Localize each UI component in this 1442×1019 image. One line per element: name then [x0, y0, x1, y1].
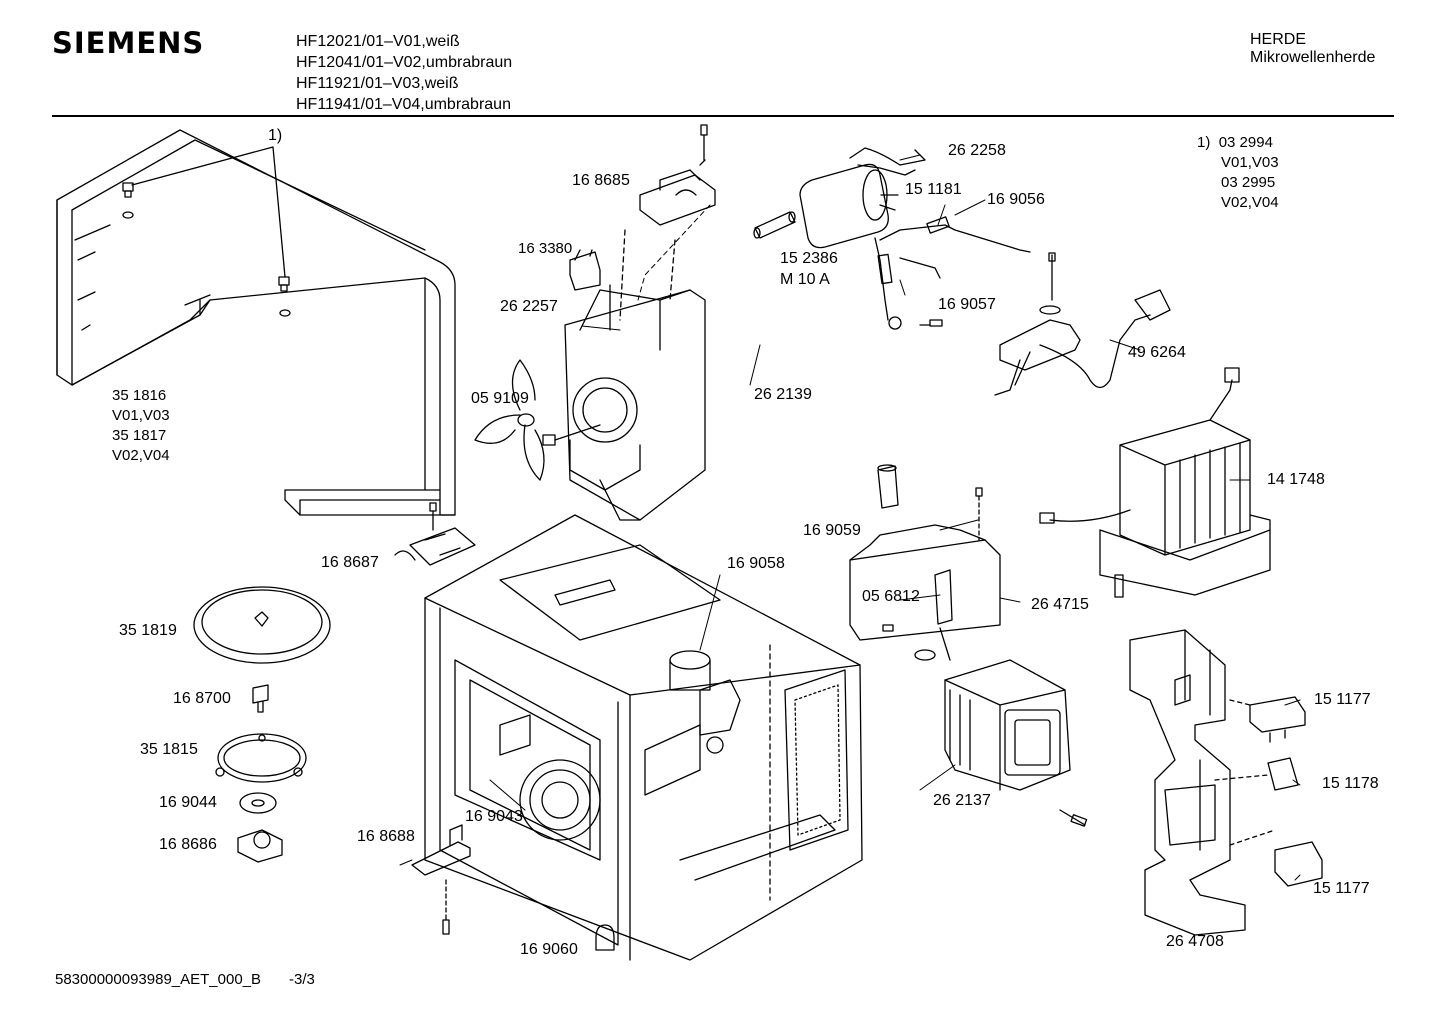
turntable-coupler-icon: [253, 685, 268, 712]
model-line: HF12041/01–V02,umbrabraun: [296, 54, 513, 71]
door-interlock-26-4708-icon: [1130, 630, 1245, 935]
housing-variants: 35 1816 V01,V03 35 1817 V02,V04: [112, 386, 170, 466]
magnetron-icon: [945, 660, 1087, 826]
housing-variant-line: V02,V04: [112, 447, 170, 464]
brand-logo: SIEMENS: [52, 26, 205, 60]
part-label: 16 9044: [159, 794, 217, 811]
page-number: -3/3: [289, 971, 315, 988]
footnote-marker: 1): [1197, 134, 1211, 151]
lamp-bracket-16-8687-icon: [395, 503, 475, 565]
fuse-rating: M 10 A: [780, 271, 830, 288]
part-label: 26 4708: [1166, 933, 1224, 950]
fan-assembly: [475, 285, 705, 520]
hv-capacitor-icon: [800, 164, 898, 247]
power-cord-icon: [995, 253, 1170, 395]
part-label: 35 1819: [119, 622, 177, 639]
model-line: HF12021/01–V01,weiß: [296, 33, 460, 50]
footnote-line: V02,V04: [1221, 194, 1279, 211]
hv-bracket-26-4715-icon: [850, 488, 1000, 660]
part-label: 49 6264: [1128, 344, 1186, 361]
part-label: 16 8685: [572, 172, 630, 189]
leader-lines: [400, 155, 1300, 880]
hv-transformer-icon: [1040, 368, 1270, 597]
footnote-line: 03 2994: [1218, 134, 1273, 151]
part-label: 35 1815: [140, 741, 198, 758]
part-label: 15 1181: [905, 181, 962, 198]
part-label: 15 1177: [1313, 880, 1370, 897]
hv-diode-wire-icon: [875, 217, 1030, 329]
thermostat-16-8685-icon: [640, 125, 715, 225]
part-label: 16 9056: [987, 191, 1045, 208]
housing-variant-line: V01,V03: [112, 407, 170, 424]
housing-callout: 1): [268, 127, 283, 144]
cap-bracket-icon: [850, 148, 925, 175]
model-line: HF11921/01–V03,weiß: [296, 75, 459, 92]
footnote: 1) 03 2994 V01,V03 03 2995 V02,V04: [1197, 133, 1279, 213]
part-label: 26 4715: [1031, 596, 1089, 613]
part-label: 16 9043: [465, 808, 523, 825]
part-label: 15 1177: [1314, 691, 1371, 708]
roller-ring-icon: [216, 734, 306, 782]
header-divider: [52, 115, 1394, 117]
housing-variant-line: 35 1816: [112, 387, 167, 404]
housing-screw-icons: [123, 147, 290, 316]
footer: 58300000093989_AET_000_B -3/3: [55, 971, 315, 988]
thermofuse-16-9059-icon: [878, 465, 898, 508]
document-id: 58300000093989_AET_000_B: [55, 971, 262, 988]
oven-cavity: [425, 515, 862, 960]
part-label: 15 2386: [780, 250, 838, 267]
category-subtitle: Mikrowellenherde: [1250, 49, 1376, 66]
model-line: HF11941/01–V04,umbrabraun: [296, 96, 511, 113]
part-label: 05 9109: [471, 390, 529, 407]
part-label: 16 3380: [518, 240, 573, 257]
category-title: HERDE: [1250, 31, 1307, 48]
model-list: HF12021/01–V01,weiß HF12041/01–V02,umbra…: [296, 31, 512, 115]
part-label: 16 8686: [159, 836, 217, 853]
part-label: 16 8700: [173, 690, 231, 707]
part-label: 05 6812: [862, 588, 920, 605]
turntable-motor-icon: [238, 830, 282, 862]
footnote-line: V01,V03: [1221, 154, 1279, 171]
part-label: 26 2258: [948, 142, 1006, 159]
foot-16-9060-icon: [596, 925, 614, 950]
outer-housing: [57, 130, 455, 515]
part-label: 26 2257: [500, 298, 558, 315]
part-label: 16 9057: [938, 296, 996, 313]
relay-16-3380-icon: [570, 250, 600, 290]
part-label: 16 8687: [321, 554, 379, 571]
turntable-plate-icon: [194, 587, 330, 663]
microswitch-icon: [1250, 697, 1322, 886]
fuse-icon: [754, 212, 795, 238]
part-label: 26 2139: [754, 386, 812, 403]
housing-variant-line: 35 1817: [112, 427, 167, 444]
footnote-line: 03 2995: [1221, 174, 1276, 191]
part-label: 14 1748: [1267, 471, 1325, 488]
part-label: 16 8688: [357, 828, 415, 845]
washer-icon: [240, 793, 276, 813]
part-label: 16 9059: [803, 522, 861, 539]
part-label: 16 9058: [727, 555, 785, 572]
part-label: 26 2137: [933, 792, 991, 809]
part-label: 16 9060: [520, 941, 578, 958]
part-label: 15 1178: [1322, 775, 1379, 792]
bracket-16-8688-icon: [412, 825, 470, 934]
category-block: HERDE Mikrowellenherde: [1250, 31, 1375, 67]
